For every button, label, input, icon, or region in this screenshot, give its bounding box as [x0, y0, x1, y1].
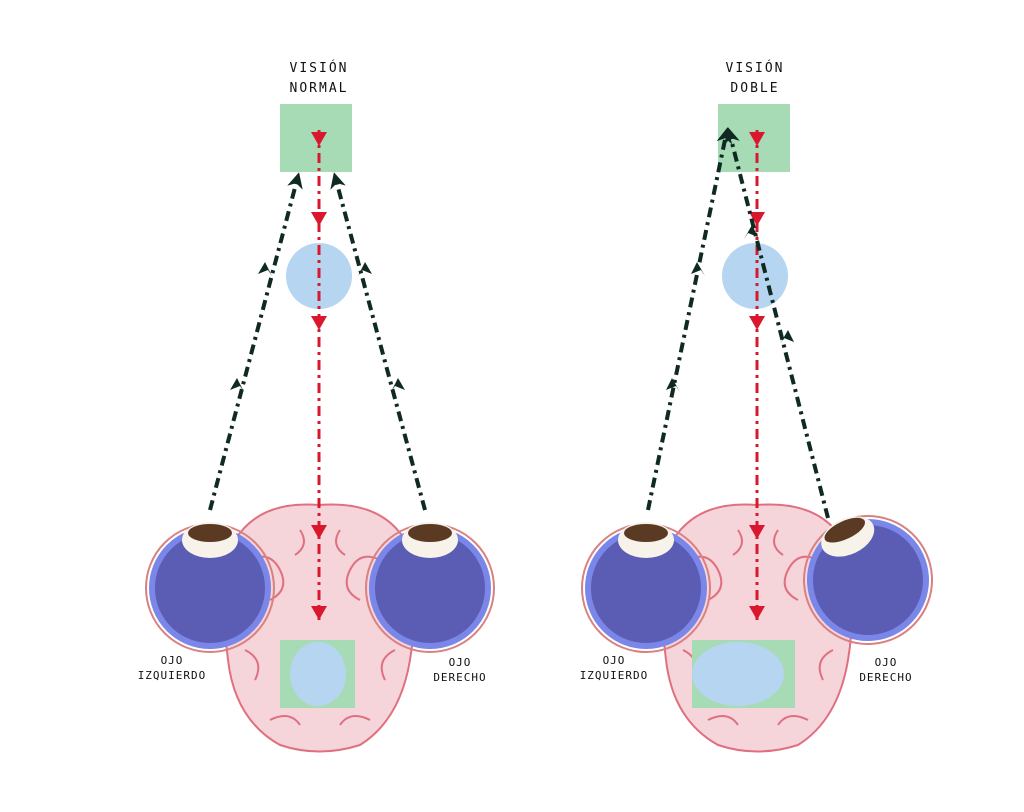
right-eye-label-line2: DERECHO	[433, 671, 486, 684]
left-eye-label-line1: OJO	[603, 654, 626, 667]
right-eye-gaze-line-deviated	[724, 127, 830, 519]
panel-title-line1: VISIÓN	[726, 60, 785, 76]
left-eye-gaze-line	[646, 127, 733, 511]
gaze-arrows	[666, 225, 794, 392]
right-eye-label-line1: OJO	[449, 656, 472, 669]
right-eye-gaze-line	[330, 172, 427, 511]
panel-title-line2: DOBLE	[730, 81, 779, 96]
left-eye-gaze-line	[208, 172, 303, 511]
panel-normal-vision: VISIÓN NORMAL OJO IZQUIERDO OJO DERECHO	[138, 60, 495, 753]
left-eye-label-line2: IZQUIERDO	[580, 669, 649, 682]
perceived-object	[290, 642, 346, 706]
panel-title-line2: NORMAL	[290, 81, 349, 96]
brain	[224, 503, 415, 753]
left-eye	[145, 522, 275, 653]
panel-double-vision: VISIÓN DOBLE OJO IZQUIERDO OJO DERECHO	[580, 60, 933, 753]
right-eye-label-line1: OJO	[875, 656, 898, 669]
right-eye	[365, 522, 495, 653]
left-eye-label-line2: IZQUIERDO	[138, 669, 207, 682]
right-eye-deviated	[803, 515, 933, 645]
perceived-object-blurred	[692, 642, 784, 706]
left-eye	[581, 522, 711, 653]
left-eye-label-line1: OJO	[161, 654, 184, 667]
object-circle	[722, 243, 788, 309]
gaze-arrows	[230, 262, 405, 392]
right-eye-label-line2: DERECHO	[859, 671, 912, 684]
signal-arrows	[311, 132, 327, 620]
brain-folds	[244, 529, 396, 726]
panel-title-line1: VISIÓN	[290, 60, 349, 76]
signal-arrows	[749, 132, 765, 620]
